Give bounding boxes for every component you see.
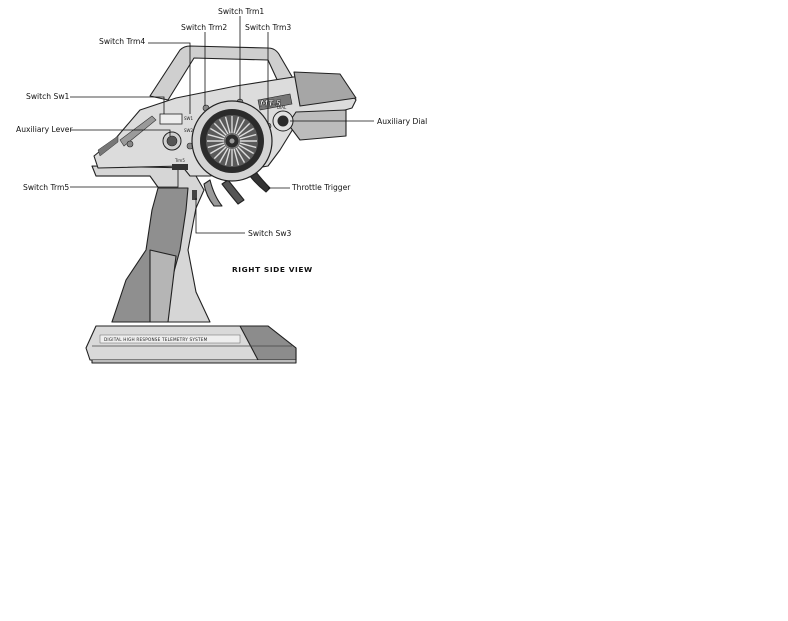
wheel-spoke xyxy=(233,116,240,134)
wheel-spoke xyxy=(238,127,255,138)
wheel-spoke xyxy=(239,133,257,140)
wheel-spoke xyxy=(213,146,227,160)
brand-logo: MT-5 xyxy=(260,99,282,108)
grip xyxy=(91,165,211,323)
label-auxiliary-lever: Auxiliary Lever xyxy=(16,125,73,134)
wheel-spoke xyxy=(224,116,231,134)
wheel-spoke xyxy=(209,127,226,138)
wheel-spoke xyxy=(233,148,240,166)
wheel-spoke xyxy=(209,144,226,155)
sw1-mark: SW1 xyxy=(184,116,193,121)
trm5-mark: Trm5 xyxy=(174,158,185,163)
wheel-spoke xyxy=(237,122,251,136)
base-label: DIGITAL HIGH RESPONSE TELEMETRY SYSTEM xyxy=(104,337,208,342)
label-switch-trm2: Switch Trm2 xyxy=(181,23,227,32)
label-switch-trm5: Switch Trm5 xyxy=(23,183,69,192)
label-switch-trm1: Switch Trm1 xyxy=(218,7,264,16)
label-switch-sw1: Switch Sw1 xyxy=(26,92,70,101)
label-switch-trm3: Switch Trm3 xyxy=(245,23,291,32)
callout-labels: Switch Trm1 Switch Trm2 Switch Trm3 Swit… xyxy=(16,7,427,274)
wheel-spoke xyxy=(235,118,246,135)
leader-lines xyxy=(70,16,374,234)
label-switch-trm4: Switch Trm4 xyxy=(99,37,145,46)
label-switch-sw3: Switch Sw3 xyxy=(248,229,292,238)
transmitter-illustration: DIGITAL HIGH RESPONSE TELEMETRY SYSTEM S… xyxy=(85,45,357,364)
wheel-spokes xyxy=(207,116,257,166)
steering-wheel xyxy=(191,100,273,182)
wheel-spoke xyxy=(239,142,257,149)
label-auxiliary-dial: Auxiliary Dial xyxy=(377,117,427,126)
wheel-spoke xyxy=(235,147,246,164)
wheel-spoke xyxy=(213,122,227,136)
wheel-spoke xyxy=(238,144,255,155)
base: DIGITAL HIGH RESPONSE TELEMETRY SYSTEM xyxy=(85,325,297,364)
wheel-spoke xyxy=(224,148,231,166)
label-throttle-trigger: Throttle Trigger xyxy=(291,183,351,192)
sw2-mark: SW2 xyxy=(184,128,193,133)
wheel-spoke xyxy=(207,133,225,140)
wheel-spoke xyxy=(237,146,251,160)
wheel-spoke xyxy=(218,118,229,135)
dial-mark: DIAL xyxy=(277,105,287,110)
view-title: RIGHT SIDE VIEW xyxy=(232,265,313,274)
wheel-spoke xyxy=(218,147,229,164)
wheel-spoke xyxy=(207,142,225,149)
